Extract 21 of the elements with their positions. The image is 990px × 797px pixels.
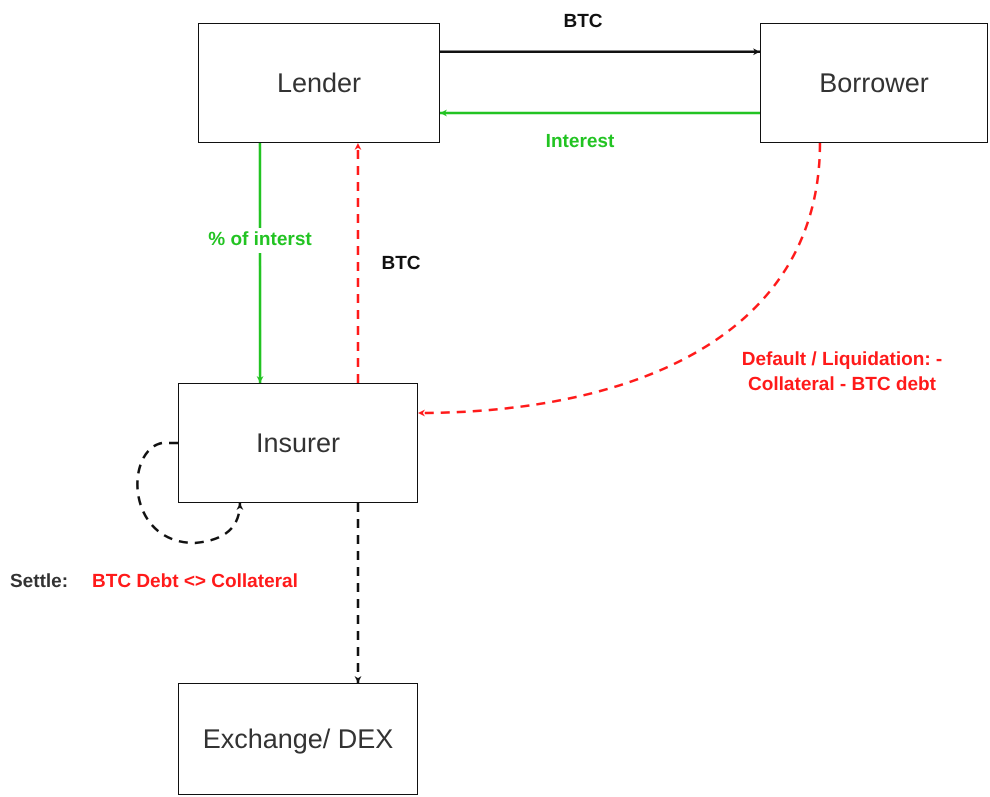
- edge-label: BTC: [380, 252, 422, 276]
- edge-label: BTC Debt <> Collateral: [92, 570, 299, 594]
- process-box: [198, 23, 440, 143]
- node-label: Lender: [276, 68, 362, 98]
- node-label: Exchange/ DEX: [202, 724, 394, 754]
- edge-label: Default / Liquidation: - Collateral - BTC debt: [740, 348, 944, 397]
- node-label: Borrower: [819, 68, 929, 98]
- arrow: [440, 110, 760, 116]
- arrow: [256, 143, 264, 383]
- edge-label: Interest: [544, 130, 616, 154]
- process-box: [760, 23, 988, 143]
- edge-label: BTC: [562, 10, 604, 34]
- arrow: [418, 142, 822, 416]
- process-box: [178, 383, 418, 503]
- arrow: [354, 143, 362, 383]
- note-label: Settle:: [10, 570, 68, 594]
- arrow: [354, 503, 362, 683]
- arrow: [136, 442, 244, 544]
- arrow: [440, 48, 760, 56]
- process-box: [178, 683, 418, 795]
- node-label: Insurer: [256, 428, 340, 458]
